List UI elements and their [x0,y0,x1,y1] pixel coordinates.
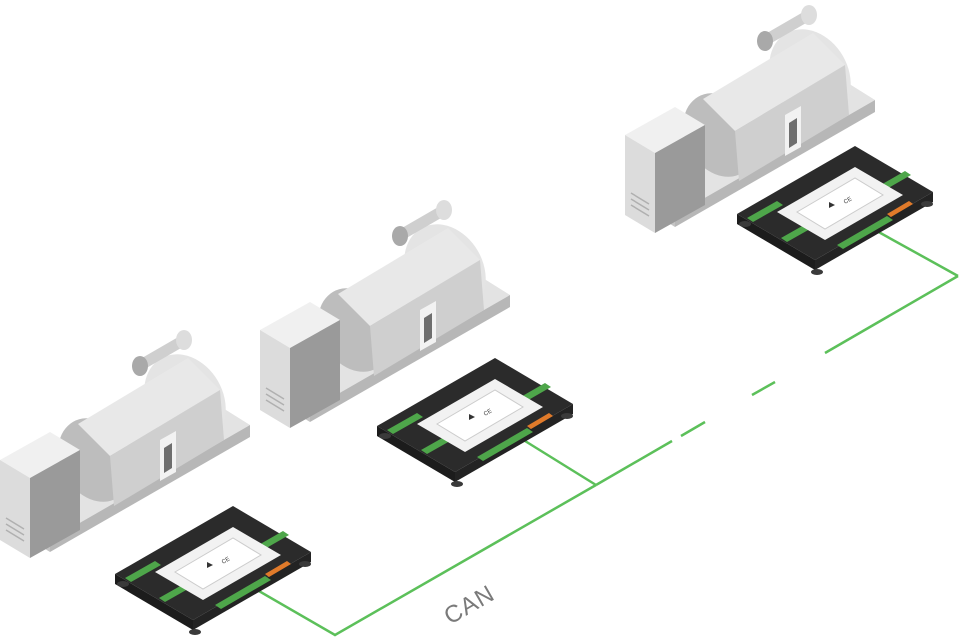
controller-3: CE [736,145,934,276]
can-bus-dash-2 [751,380,776,397]
ce-mark-icon: CE [221,556,231,565]
can-bus-drop-2 [516,434,597,487]
can-bus-segment-1 [251,483,597,637]
can-bus-segment-2 [595,439,673,487]
ce-mark-icon: CE [483,408,493,417]
controller-1: CE [114,505,312,636]
can-bus-lines [251,228,959,637]
can-label: CAN [440,580,500,630]
controller-2: CE [376,357,574,488]
can-bus-dash-1 [680,420,706,438]
can-bus-drop-3 [874,228,959,278]
ce-mark-icon: CE [843,196,853,205]
can-bus-segment-3 [824,274,959,355]
